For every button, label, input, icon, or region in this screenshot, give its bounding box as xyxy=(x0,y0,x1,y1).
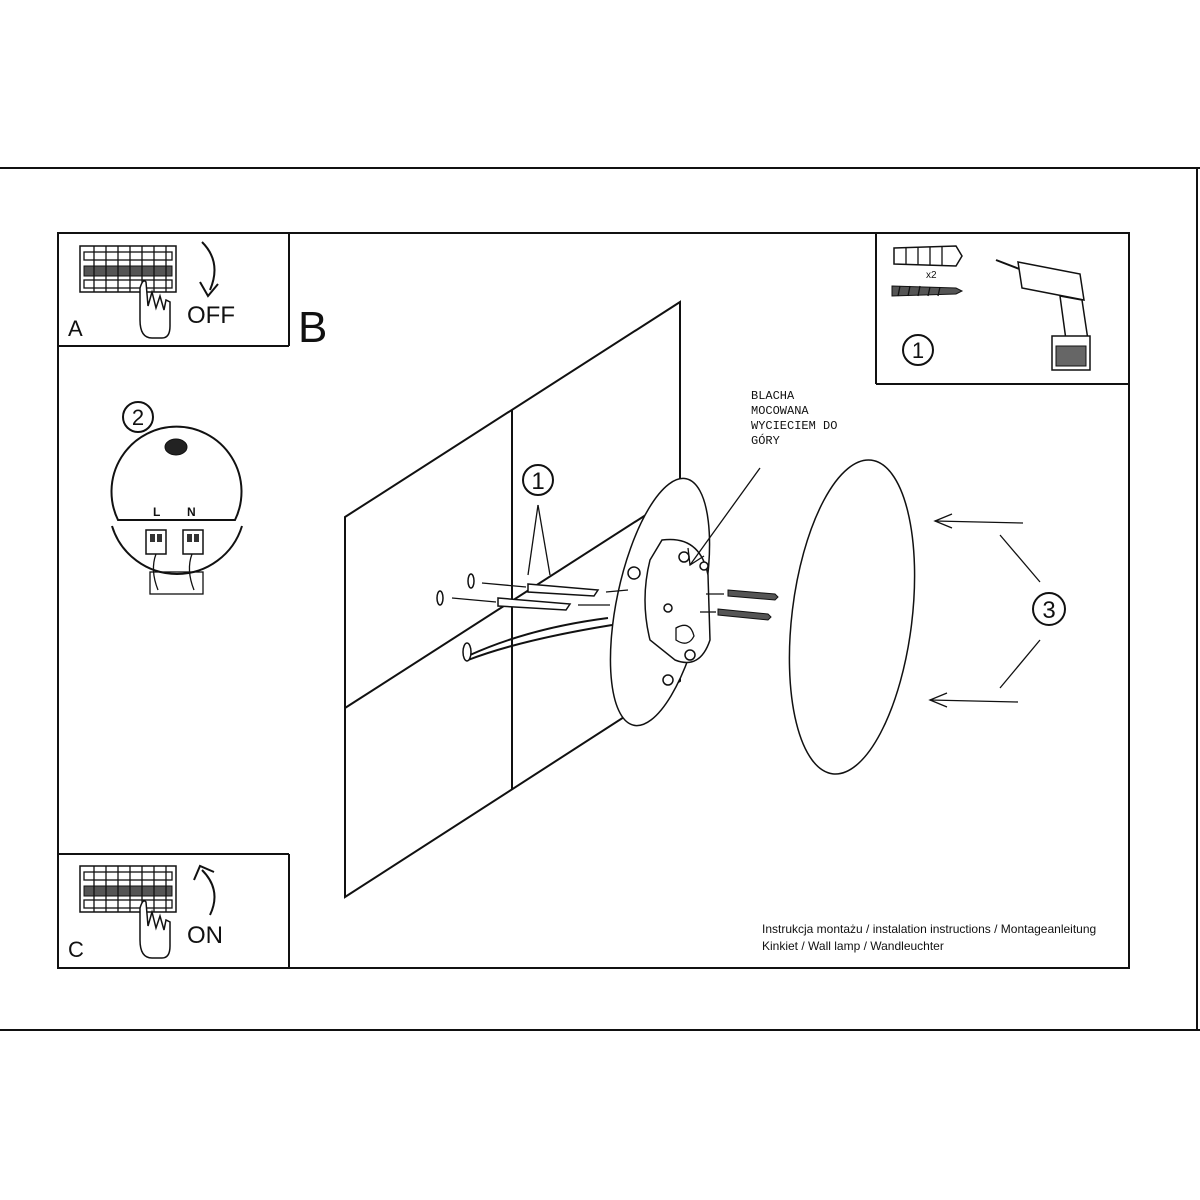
footer-line-1: Instrukcja montażu / instalation instruc… xyxy=(762,922,1096,936)
panel-b-letter: B xyxy=(298,303,327,352)
mounting-diagram: 1 BLACHA MOCOWANA WYCIECIEM DO GÓRY xyxy=(344,300,1066,899)
step-1-number: 1 xyxy=(531,468,544,495)
quantity-label: x2 xyxy=(926,270,937,281)
insert-arrows xyxy=(928,513,1041,708)
note-line-4: GÓRY xyxy=(751,433,780,448)
circuit-breaker-icon xyxy=(79,865,177,913)
note-line-1: BLACHA xyxy=(751,389,795,403)
lamp-diffuser xyxy=(788,459,916,775)
step-3-badge xyxy=(1032,592,1066,626)
mounting-screws xyxy=(700,589,779,621)
screw-icon xyxy=(891,285,964,297)
live-terminal-label: L xyxy=(153,505,160,519)
wall-plugs xyxy=(436,573,629,611)
step-1-badge xyxy=(522,464,554,496)
footer: Instrukcja montażu / instalation instruc… xyxy=(762,922,1096,953)
tools-panel: x2 1 xyxy=(875,233,1129,385)
circuit-breaker-icon xyxy=(79,245,177,293)
panel-c: C ON xyxy=(58,853,290,968)
panel-a-letter: A xyxy=(68,316,83,341)
wiring-diagram: 2 L N xyxy=(110,401,243,595)
panel-c-letter: C xyxy=(68,937,84,962)
step-1-tools-number: 1 xyxy=(912,338,924,363)
curved-arrow-icon xyxy=(193,864,216,916)
mount-note: BLACHA MOCOWANA WYCIECIEM DO GÓRY xyxy=(687,389,837,567)
curved-arrow-icon xyxy=(199,241,219,298)
on-label: ON xyxy=(187,922,223,949)
note-line-2: MOCOWANA xyxy=(751,404,809,418)
step-3-number: 3 xyxy=(1042,597,1055,624)
drill-icon xyxy=(995,259,1091,371)
page-frame xyxy=(0,167,1200,1031)
hand-icon xyxy=(139,900,171,959)
neutral-terminal xyxy=(182,529,204,555)
neutral-terminal-label: N xyxy=(187,505,196,519)
step-2-badge xyxy=(122,401,154,433)
wall-plug-icon xyxy=(893,245,963,267)
step-2-number: 2 xyxy=(132,405,144,430)
power-cable xyxy=(462,617,613,662)
footer-line-2: Kinkiet / Wall lamp / Wandleuchter xyxy=(762,939,944,953)
hand-icon xyxy=(139,280,171,339)
mounting-plate xyxy=(609,477,711,727)
step-1-tools-badge xyxy=(902,334,934,366)
off-label: OFF xyxy=(187,302,235,329)
note-line-3: WYCIECIEM DO xyxy=(751,419,837,433)
panel-a: A OFF xyxy=(58,233,290,347)
live-terminal xyxy=(145,529,167,555)
